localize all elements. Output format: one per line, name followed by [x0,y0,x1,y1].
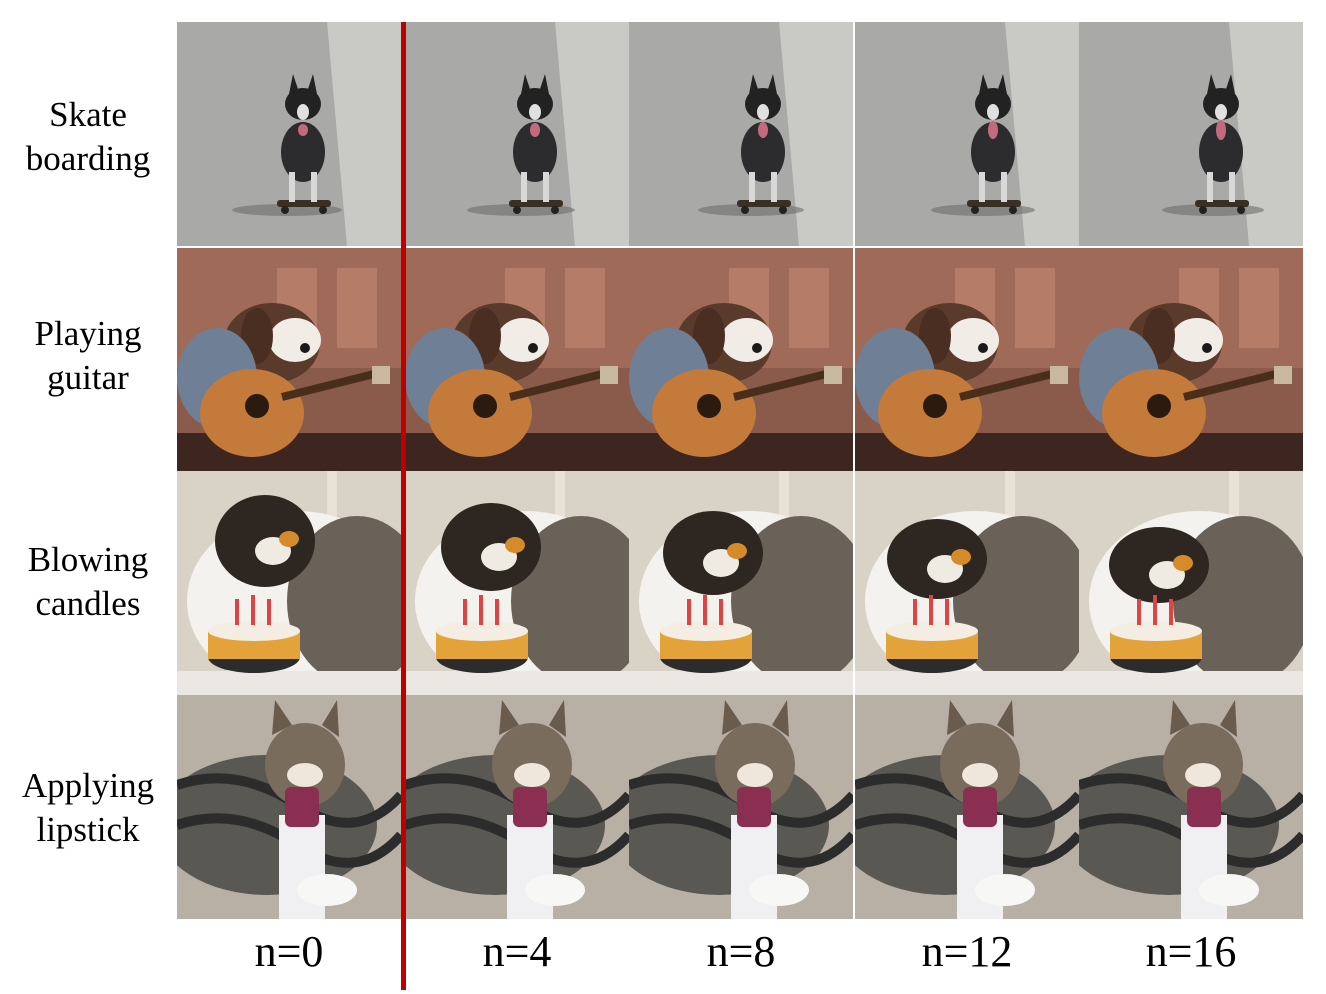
row-label-playing-guitar: Playing guitar [34,314,142,397]
frame-candles-n8 [629,471,853,695]
frame-image [629,22,853,246]
frame-image [177,471,401,695]
frame-image [1079,22,1303,246]
frame-guitar-n4 [405,248,629,472]
frame-skate-n12 [855,22,1079,246]
frame-lipstick-n4 [405,695,629,919]
row-label-applying-lipstick: Applying lipstick [21,766,155,849]
column-label-n12: n=12 [921,927,1013,976]
frame-skate-n8 [629,22,853,246]
baseline-divider-line [401,22,406,990]
frame-lipstick-n12 [855,695,1079,919]
frame-image [405,248,629,472]
frame-image [1079,471,1303,695]
frame-image [855,471,1079,695]
frame-candles-n0 [177,471,401,695]
row-label-skateboarding: Skate boarding [25,95,151,178]
frame-image [1079,248,1303,472]
column-label-n8: n=8 [706,927,776,976]
frame-image [1079,695,1303,919]
frame-image [405,471,629,695]
frame-image [855,695,1079,919]
frame-image [177,248,401,472]
frame-guitar-n0 [177,248,401,472]
frame-candles-n16 [1079,471,1303,695]
row-label-blowing-candles: Blowing candles [27,540,149,623]
column-label-n4: n=4 [482,927,552,976]
video-frame-grid [177,22,1303,919]
frame-lipstick-n8 [629,695,853,919]
frame-skate-n16 [1079,22,1303,246]
frame-image [177,22,401,246]
frame-image [405,22,629,246]
frame-guitar-n8 [629,248,853,472]
frame-image [629,471,853,695]
frame-candles-n4 [405,471,629,695]
frame-image [629,248,853,472]
frame-image [177,695,401,919]
column-label-n16: n=16 [1145,927,1237,976]
frame-lipstick-n16 [1079,695,1303,919]
frame-candles-n12 [855,471,1079,695]
frame-skate-n0 [177,22,401,246]
frame-skate-n4 [405,22,629,246]
frame-guitar-n16 [1079,248,1303,472]
frame-image [855,22,1079,246]
frame-image [855,248,1079,472]
column-label-n0: n=0 [254,927,324,976]
frame-image [405,695,629,919]
frame-image [629,695,853,919]
frame-lipstick-n0 [177,695,401,919]
frame-guitar-n12 [855,248,1079,472]
